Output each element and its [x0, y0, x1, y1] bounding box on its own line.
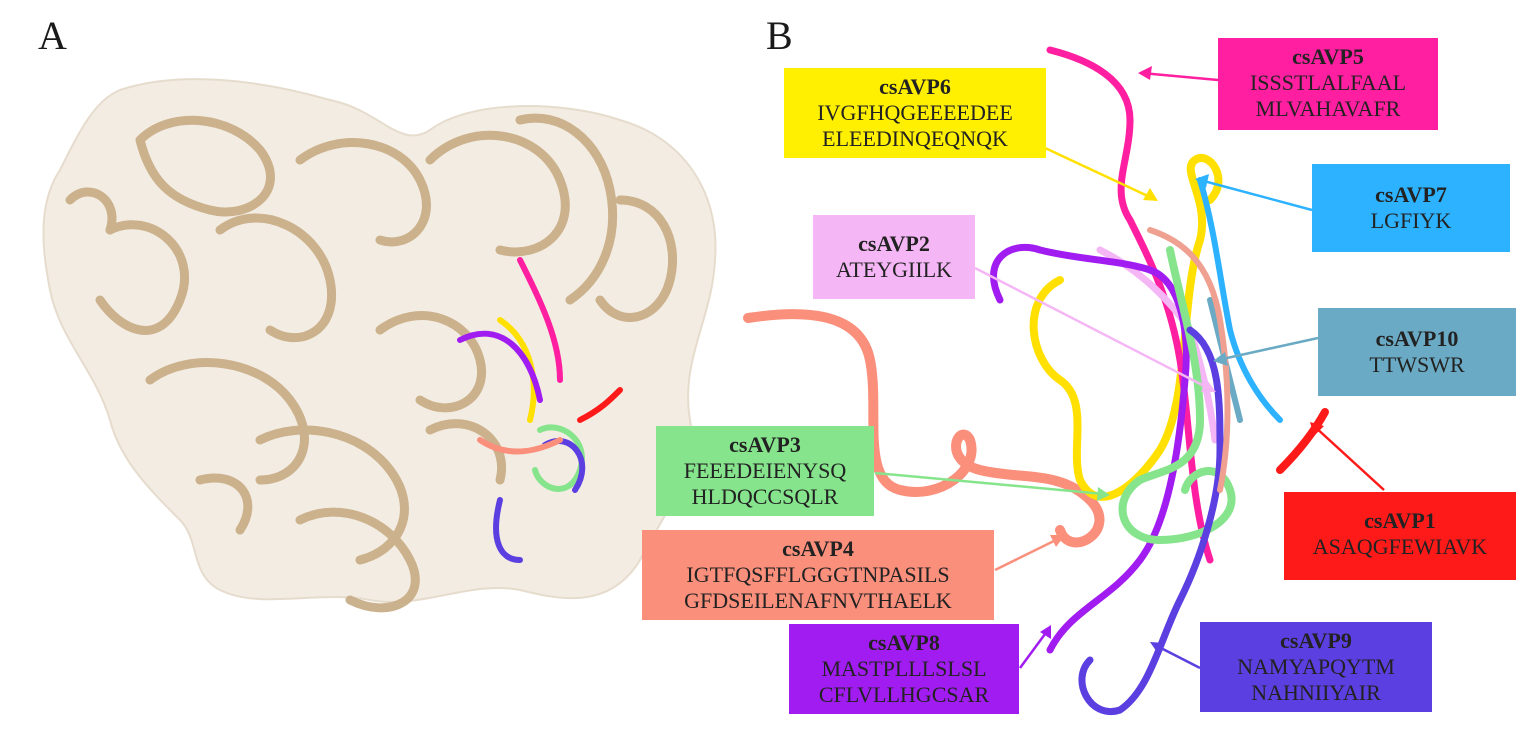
label-csavp6: csAVP6 IVGFHQGEEEEDEE ELEEDINQEQNQK — [784, 68, 1046, 158]
label-name: csAVP4 — [782, 536, 854, 561]
label-name: csAVP5 — [1292, 44, 1364, 69]
label-name: csAVP1 — [1364, 508, 1436, 533]
ribbon-csavp5 — [1046, 46, 1214, 564]
label-sequence: LGFIYK — [1370, 208, 1452, 233]
label-csavp7: csAVP7 LGFIYK — [1312, 164, 1510, 252]
label-name: csAVP2 — [858, 231, 930, 256]
label-name: csAVP10 — [1375, 326, 1459, 351]
ribbon-csavp1 — [1276, 408, 1329, 474]
label-name: csAVP3 — [729, 432, 801, 457]
arrow-csavp6 — [1027, 138, 1153, 200]
label-name: csAVP9 — [1280, 628, 1352, 653]
label-csavp10: csAVP10 TTWSWR — [1318, 308, 1516, 396]
peptide-ribbons-b — [743, 46, 1329, 716]
label-csavp2: csAVP2 ATEYGIILK — [813, 215, 975, 299]
label-sequence: CFLVLLHGCSAR — [818, 682, 990, 707]
arrow-csavp3 — [874, 471, 1105, 496]
label-csavp4: csAVP4 IGTFQSFFLGGGTNPASILS GFDSEILENAFN… — [642, 530, 994, 620]
ribbon-coil-salmon — [1147, 227, 1231, 493]
label-sequence: GFDSEILENAFNVTHAELK — [684, 588, 952, 613]
arrow-csavp5 — [1141, 71, 1219, 82]
label-sequence: ASAQGFEWIAVK — [1312, 534, 1488, 559]
label-sequence: ATEYGIILK — [835, 257, 953, 282]
label-sequence: FEEEDEIENYSQ — [683, 458, 847, 483]
arrow-csavp10 — [1217, 336, 1319, 362]
panel-a-letter: A — [38, 13, 67, 58]
label-name: csAVP6 — [879, 74, 951, 99]
label-csavp9: csAVP9 NAMYAPQYTM NAHNIIYAIR — [1200, 622, 1432, 712]
arrow-csavp9 — [1154, 643, 1201, 670]
label-sequence: TTWSWR — [1369, 352, 1465, 377]
label-csavp1: csAVP1 ASAQGFEWIAVK — [1284, 492, 1516, 580]
label-name: csAVP8 — [868, 630, 940, 655]
arrow-csavp1 — [1313, 425, 1385, 491]
protein-structure-a — [42, 78, 717, 613]
label-sequence: IGTFQSFFLGGGTNPASILS — [686, 562, 950, 587]
label-sequence: ISSSTLALFAAL — [1249, 70, 1407, 95]
label-sequence: MASTPLLLSLSL — [821, 656, 987, 681]
ribbon-csavp4 — [743, 309, 1105, 548]
ribbon-csavp7 — [1197, 177, 1283, 423]
label-name: csAVP7 — [1375, 182, 1447, 207]
label-csavp3: csAVP3 FEEEDEIENYSQ HLDQCCSQLR — [656, 426, 874, 516]
ribbon-csavp6 — [1029, 154, 1223, 501]
label-sequence: HLDQCCSQLR — [691, 484, 839, 509]
arrow-csavp7 — [1199, 178, 1313, 212]
arrow-csavp2 — [974, 266, 1213, 392]
ribbon-csavp3 — [1118, 246, 1236, 545]
label-csavp5: csAVP5 ISSSTLALFAAL MLVAHAVAFR — [1218, 38, 1438, 130]
label-sequence: NAMYAPQYTM — [1237, 654, 1395, 679]
label-sequence: MLVAHAVAFR — [1255, 96, 1401, 121]
label-csavp8: csAVP8 MASTPLLLSLSL CFLVLLHGCSAR — [789, 624, 1019, 714]
panel-b-letter: B — [766, 13, 793, 58]
pointer-arrows — [874, 66, 1385, 670]
label-sequence: NAHNIIYAIR — [1251, 680, 1381, 705]
arrow-csavp8 — [1018, 629, 1050, 669]
ribbon-csavp9 — [1078, 326, 1224, 716]
label-sequence: ELEEDINQEQNQK — [822, 126, 1008, 151]
label-sequence: IVGFHQGEEEEDEE — [817, 100, 1013, 125]
arrow-csavp4 — [994, 536, 1061, 572]
